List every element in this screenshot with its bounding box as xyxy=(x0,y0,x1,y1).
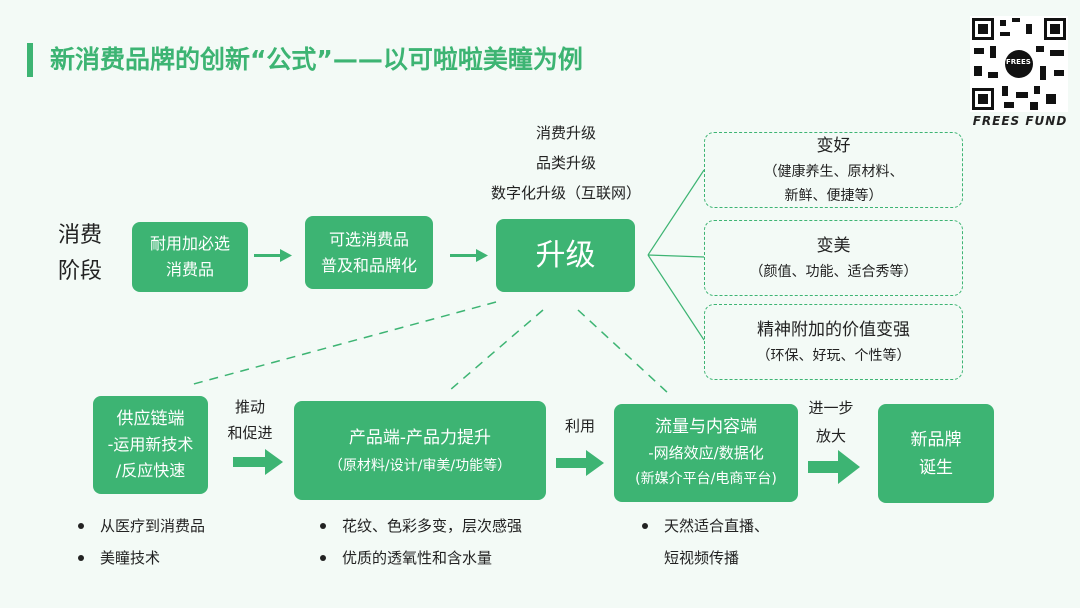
arrow-drive xyxy=(233,449,283,475)
outcome-title: 精神附加的价值变强 xyxy=(757,320,910,340)
box-text: 新品牌 xyxy=(910,429,962,450)
arrow-stage-1 xyxy=(254,249,292,262)
outcome-title: 变美 xyxy=(816,236,851,256)
page-title: 新消费品牌的创新“公式”——以可啦啦美瞳为例 xyxy=(50,45,583,74)
outcome-desc: （健康养生、原材料、 xyxy=(763,164,904,180)
box-text: （原材料/设计/审美/功能等） xyxy=(328,457,512,474)
connector-drive-label: 推动和促进 xyxy=(212,394,288,446)
box-text: -运用新技术 xyxy=(107,435,194,454)
arrow-stage-2 xyxy=(450,249,488,262)
bullet-item: 天然适合直播、 xyxy=(642,510,769,542)
stage-label-line: 消费 xyxy=(58,223,103,248)
upgrade-notes: 消费升级 品类升级 数字化升级（互联网） xyxy=(460,118,672,208)
box-text: 供应链端 xyxy=(116,409,185,429)
box-text: -网络效应/数据化 xyxy=(648,444,764,462)
stage-label: 消费 阶段 xyxy=(58,218,102,290)
box-text: 产品端-产品力提升 xyxy=(348,427,492,448)
bullets-product: 花纹、色彩多变，层次感强 优质的透氧性和含水量 xyxy=(320,510,522,574)
upgrade-note: 品类升级 xyxy=(535,154,596,172)
dashed-line-product xyxy=(449,309,544,391)
dashed-line-traffic xyxy=(577,309,669,394)
stage-label-line: 阶段 xyxy=(58,259,103,284)
box-text: /反应快速 xyxy=(115,461,186,480)
upgrade-note: 数字化升级（互联网） xyxy=(490,184,641,202)
outcome-beauty: 变美 （颜值、功能、适合秀等） xyxy=(704,220,963,296)
stage-durable: 耐用加必选消费品 xyxy=(132,222,248,292)
brand-logo-text: FREES FUND xyxy=(972,114,1068,128)
connector-text: 放大 xyxy=(815,427,846,445)
box-text: (新媒介平台/电商平台) xyxy=(635,471,777,487)
driver-product: 产品端-产品力提升 （原材料/设计/审美/功能等） xyxy=(294,401,546,500)
connector-use-label: 利用 xyxy=(550,413,610,439)
bullet-item: 从医疗到消费品 xyxy=(78,510,205,542)
qr-center-label: FREES xyxy=(1006,58,1031,66)
outcome-desc: 新鲜、便捷等） xyxy=(784,188,883,204)
branch-line-spirit xyxy=(647,254,705,341)
box-text: 升级 xyxy=(535,237,596,273)
outcome-better: 变好 （健康养生、原材料、 新鲜、便捷等） xyxy=(704,132,963,208)
branch-line-better xyxy=(647,169,705,256)
outcome-desc: （环保、好玩、个性等） xyxy=(756,348,911,364)
branch-line-beauty xyxy=(647,254,705,258)
connector-text: 和促进 xyxy=(227,424,273,442)
box-text: 可选消费品 xyxy=(328,229,409,249)
outcome-desc: （颜值、功能、适合秀等） xyxy=(749,264,918,280)
driver-supply-chain: 供应链端 -运用新技术 /反应快速 xyxy=(93,396,208,494)
qr-code-logo: FREES xyxy=(970,16,1068,112)
connector-text: 进一步 xyxy=(808,399,854,417)
box-text: 普及和品牌化 xyxy=(320,255,417,275)
stage-optional: 可选消费品普及和品牌化 xyxy=(305,216,433,289)
box-text: 诞生 xyxy=(919,457,953,478)
bullets-supply: 从医疗到消费品 美瞳技术 xyxy=(78,510,205,574)
arrow-use xyxy=(556,450,604,476)
stage-upgrade: 升级 xyxy=(496,219,635,292)
bullet-item: 短视频传播 xyxy=(664,549,740,567)
bullet-item: 花纹、色彩多变，层次感强 xyxy=(320,510,522,542)
outcome-spirit: 精神附加的价值变强 （环保、好玩、个性等） xyxy=(704,304,963,380)
connector-text: 推动 xyxy=(234,398,265,416)
bullet-item: 优质的透氧性和含水量 xyxy=(320,542,522,574)
outcome-title: 变好 xyxy=(816,136,851,156)
upgrade-note: 消费升级 xyxy=(535,124,596,142)
bullet-item: 美瞳技术 xyxy=(78,542,205,574)
title-bar-accent xyxy=(27,43,33,77)
driver-traffic: 流量与内容端 -网络效应/数据化 (新媒介平台/电商平台) xyxy=(614,404,798,502)
connector-text: 利用 xyxy=(564,417,595,435)
new-brand-born: 新品牌 诞生 xyxy=(878,404,994,503)
bullets-traffic: 天然适合直播、 短视频传播 xyxy=(642,510,769,574)
box-text: 耐用加必选 xyxy=(149,234,230,253)
box-text: 消费品 xyxy=(165,260,214,279)
arrow-amplify xyxy=(808,450,860,484)
box-text: 流量与内容端 xyxy=(655,417,757,437)
dashed-line-supply xyxy=(189,301,497,386)
connector-amplify-label: 进一步放大 xyxy=(796,394,866,450)
